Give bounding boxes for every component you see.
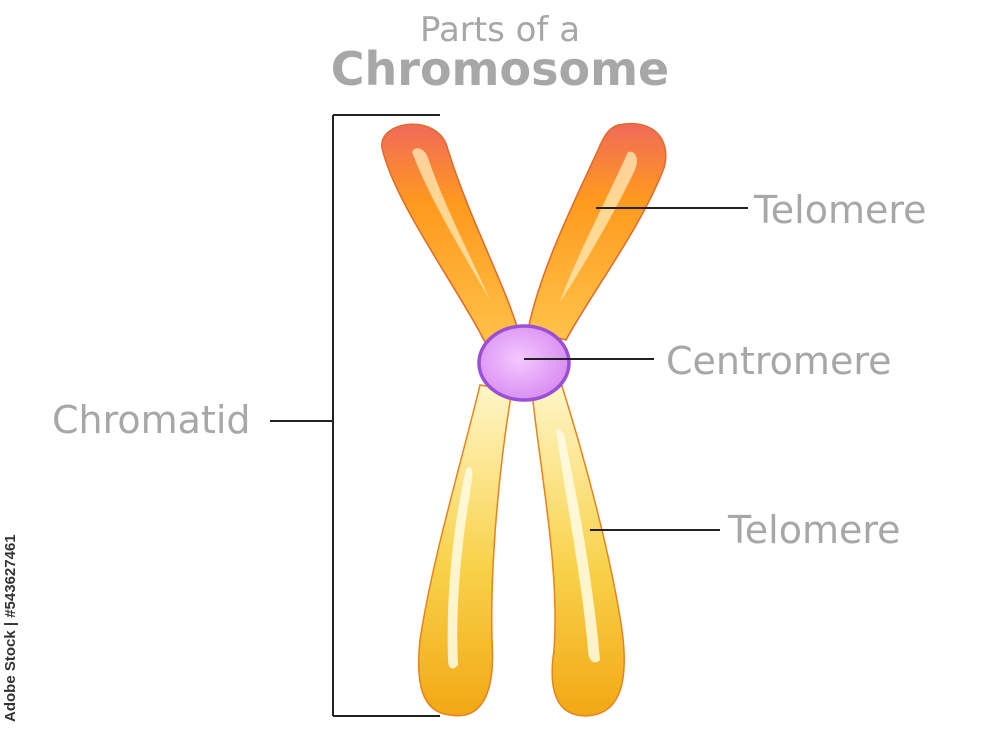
- stock-id-watermark: Adobe Stock | #543627461: [2, 534, 19, 722]
- centromere-shape: [477, 324, 571, 402]
- telomere-bottom-label: Telomere: [728, 508, 901, 552]
- upper-right-arm-highlight: [560, 151, 637, 302]
- diagram-title-line2: Chromosome: [330, 42, 670, 96]
- chromatid-label: Chromatid: [52, 398, 251, 442]
- upper-left-arm-highlight: [412, 148, 490, 300]
- lower-right-arm-highlight: [556, 429, 600, 663]
- chromatid-bracket: [332, 114, 440, 717]
- leader-lines: [270, 207, 748, 531]
- telomere-top-label: Telomere: [754, 188, 927, 232]
- centromere-label: Centromere: [666, 339, 892, 383]
- lower-left-arm: [417, 384, 513, 717]
- upper-left-arm: [381, 123, 519, 354]
- lower-left-arm-highlight: [447, 466, 473, 669]
- diagram-title-line1: Parts of a: [419, 10, 581, 50]
